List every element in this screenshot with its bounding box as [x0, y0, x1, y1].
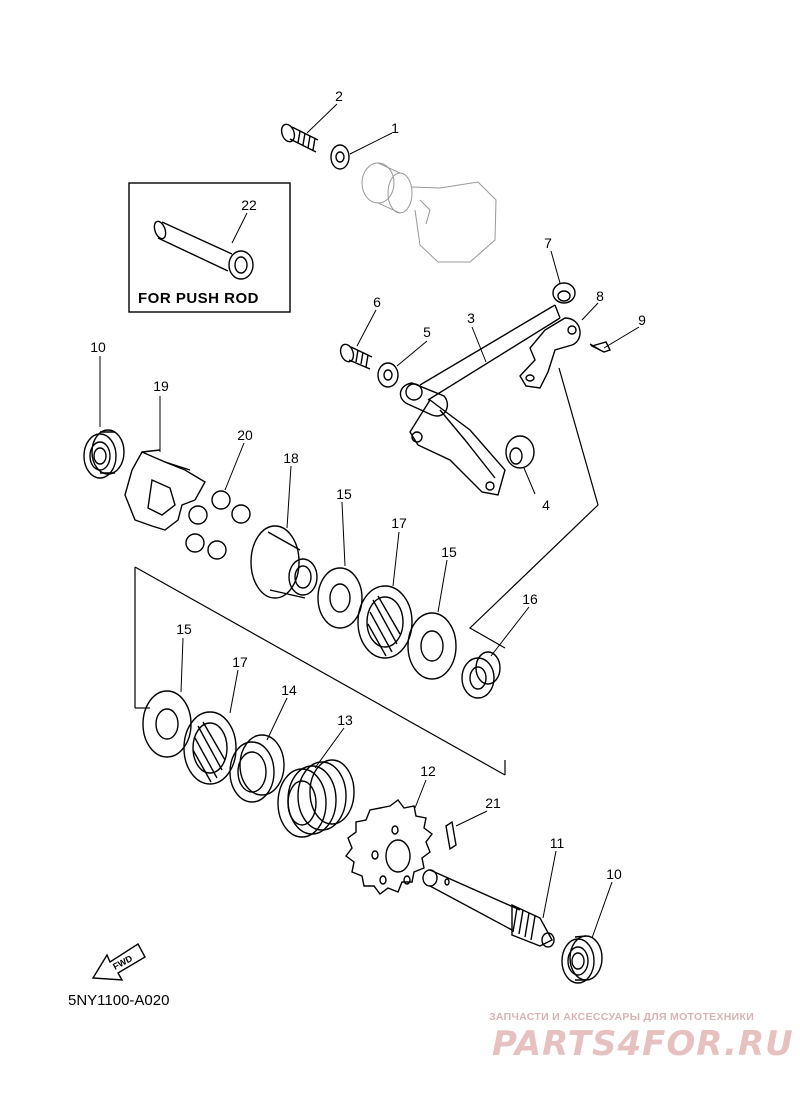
- watermark-logo: PARTS4FOR.RU: [492, 1024, 794, 1064]
- callout-16: 16: [522, 591, 538, 607]
- part-3-lever: [399, 304, 561, 496]
- callout-17-b: 17: [232, 654, 248, 670]
- callout-9: 9: [638, 312, 646, 328]
- part-15-washer-b: [407, 612, 457, 680]
- callout-10-top: 10: [90, 339, 106, 355]
- part-13-spring: [277, 759, 355, 838]
- callout-12: 12: [420, 763, 436, 779]
- callout-6: 6: [373, 294, 381, 310]
- part-12-gear: [345, 799, 433, 895]
- part-17-needle-bearing-a: [357, 585, 413, 659]
- part-11-shaft: [422, 869, 555, 948]
- part-10-bearing-top: [83, 429, 125, 479]
- part-6-bolt: [339, 343, 373, 370]
- callout-3: 3: [467, 310, 475, 326]
- push-rod-inset-box: [128, 182, 291, 313]
- part-14-collar: [229, 734, 285, 803]
- part-4-collar: [505, 435, 535, 469]
- part-2-bolt: [280, 123, 319, 153]
- part-16-collar: [461, 651, 501, 699]
- callout-20: 20: [237, 427, 253, 443]
- part-20-balls: [185, 490, 251, 560]
- part-8-plate: [519, 317, 581, 389]
- callout-15-c: 15: [176, 621, 192, 637]
- callout-21: 21: [485, 795, 501, 811]
- callout-14: 14: [281, 682, 297, 698]
- callout-22: 22: [241, 197, 257, 213]
- callout-2: 2: [335, 88, 343, 104]
- callout-18: 18: [283, 450, 299, 466]
- part-17-needle-bearing-b: [183, 711, 237, 785]
- part-21-pin: [445, 820, 457, 851]
- part-19-damper: [124, 449, 206, 531]
- callout-13: 13: [337, 712, 353, 728]
- callout-8: 8: [596, 288, 604, 304]
- part-15-washer-a: [317, 567, 363, 629]
- part-18-boss: [250, 525, 318, 599]
- diagram-code: 5NY1100-A020: [68, 992, 170, 1009]
- callout-4: 4: [542, 497, 550, 513]
- callout-10-bottom: 10: [606, 866, 622, 882]
- watermark-caption: ЗАПЧАСТИ И АКСЕССУАРЫ ДЛЯ МОТОТЕХНИКИ: [489, 1011, 755, 1023]
- fwd-arrow: FWD: [91, 943, 146, 981]
- part-10-bearing-bottom: [561, 935, 603, 984]
- callout-15-b: 15: [441, 544, 457, 560]
- part-9-bolt: [589, 341, 611, 353]
- callout-11: 11: [549, 835, 565, 851]
- callout-1: 1: [391, 120, 399, 136]
- part-22-push-rod-sleeve: [153, 220, 254, 280]
- inset-label: FOR PUSH ROD: [138, 290, 260, 307]
- callout-17-a: 17: [391, 515, 407, 531]
- background-assembly: [361, 162, 497, 263]
- part-7-collar: [552, 282, 576, 304]
- part-5-washer: [377, 362, 399, 388]
- group-bracket-lines: [134, 367, 599, 776]
- leader-lines: [99, 103, 640, 939]
- part-1-collar: [330, 144, 350, 170]
- callout-15-a: 15: [336, 486, 352, 502]
- callout-5: 5: [423, 324, 431, 340]
- callout-19: 19: [153, 378, 169, 394]
- callout-7: 7: [544, 235, 552, 251]
